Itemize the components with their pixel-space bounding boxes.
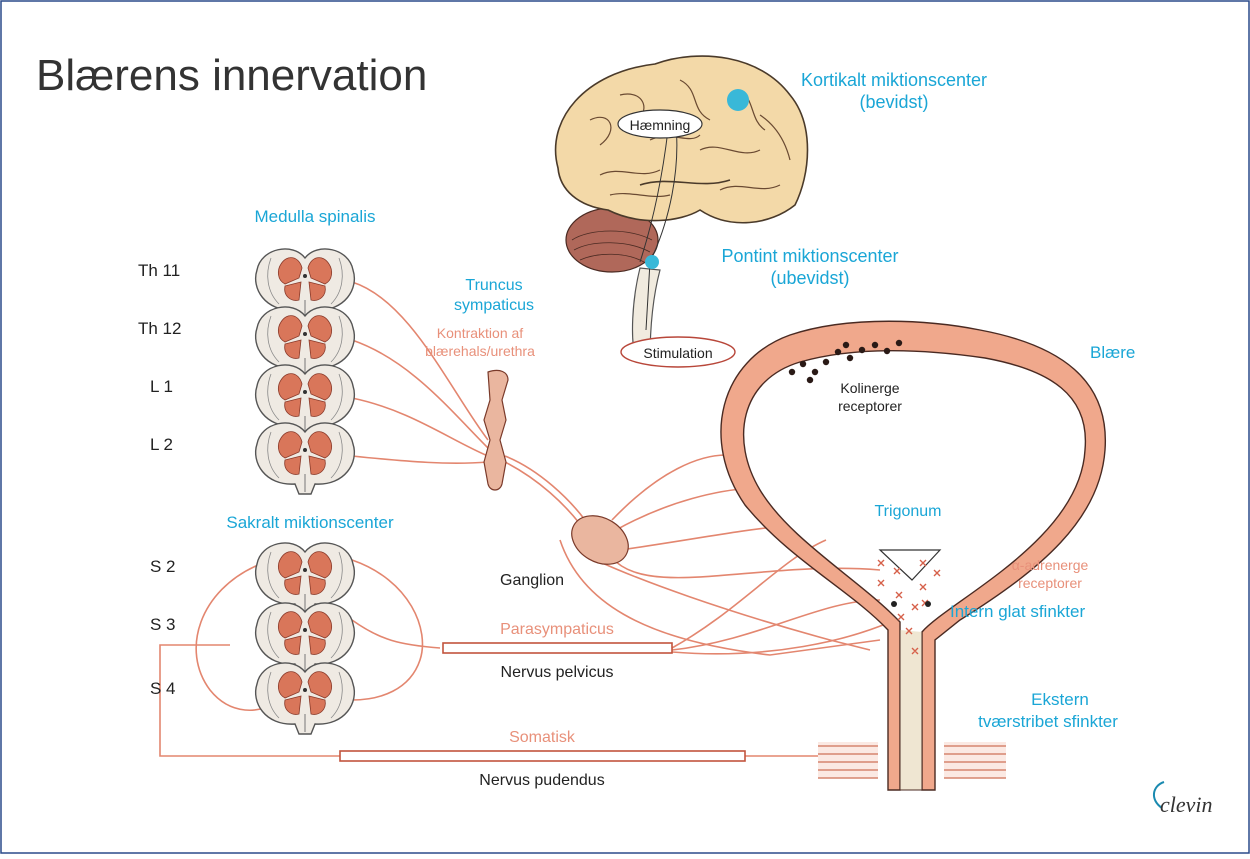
sympathetic-trunk bbox=[484, 370, 508, 490]
cortical-center-marker bbox=[727, 89, 749, 111]
cortical-center-label: Kortikalt miktionscenter bbox=[801, 70, 987, 90]
level-s4: S 4 bbox=[150, 679, 176, 698]
ganglion-label: Ganglion bbox=[500, 572, 564, 589]
clevin-logo-text: clevin bbox=[1160, 792, 1213, 817]
page-title: Blærens innervation bbox=[36, 51, 427, 100]
spinal-segment-th12 bbox=[256, 307, 355, 378]
contraction-target-label: blærehals/urethra bbox=[425, 343, 535, 359]
somatisk-label: Somatisk bbox=[509, 729, 576, 746]
sympaticus-label: sympaticus bbox=[454, 297, 534, 314]
spinal-segment-l1 bbox=[256, 365, 355, 436]
level-l1: L 1 bbox=[150, 377, 173, 396]
nervus-pudendus-label: Nervus pudendus bbox=[479, 772, 604, 789]
medulla-spinalis-heading: Medulla spinalis bbox=[255, 207, 376, 226]
kolinerge-receptorer-label: receptorer bbox=[838, 398, 902, 414]
level-s2: S 2 bbox=[150, 557, 176, 576]
pudendal-nerve-bar bbox=[340, 751, 745, 761]
stimulation-label: Stimulation bbox=[643, 345, 712, 361]
nervus-pelvicus-label: Nervus pelvicus bbox=[501, 664, 614, 681]
spinal-segment-s2 bbox=[256, 543, 355, 614]
pontine-center-sublabel: (ubevidst) bbox=[770, 268, 849, 288]
brain-illustration: Hæmning Stimulation bbox=[556, 56, 808, 367]
spinal-segments bbox=[256, 249, 355, 734]
trigonum-label: Trigonum bbox=[875, 503, 942, 520]
adrenerge-label: α-adrenerge bbox=[1012, 557, 1089, 573]
spinal-segment-s4 bbox=[256, 663, 355, 734]
level-l2: L 2 bbox=[150, 435, 173, 454]
spinal-segment-s3 bbox=[256, 603, 355, 674]
truncus-label: Truncus bbox=[465, 277, 522, 294]
pontine-center-label: Pontint miktionscenter bbox=[721, 246, 898, 266]
ekstern-label: Ekstern bbox=[1031, 690, 1089, 709]
intern-sfinkter-label: Intern glat sfinkter bbox=[950, 602, 1085, 621]
pelvic-nerve-bar bbox=[443, 643, 672, 653]
spinal-segment-th11 bbox=[256, 249, 355, 320]
internal-sphincter-left bbox=[891, 601, 897, 607]
ekstern-sfinkter-label: tværstribet sfinkter bbox=[978, 712, 1118, 731]
kolinerge-label: Kolinerge bbox=[840, 380, 899, 396]
level-th12: Th 12 bbox=[138, 319, 181, 338]
blaere-label: Blære bbox=[1090, 343, 1135, 362]
internal-sphincter-right bbox=[925, 601, 931, 607]
cortical-center-sublabel: (bevidst) bbox=[859, 92, 928, 112]
adrenerge-receptorer-label: receptorer bbox=[1018, 575, 1082, 591]
parasympaticus-label: Parasympaticus bbox=[500, 621, 614, 638]
spinal-segment-l2 bbox=[256, 423, 355, 494]
clevin-logo: clevin bbox=[1154, 782, 1213, 817]
inhibition-label: Hæmning bbox=[630, 117, 691, 133]
level-th11: Th 11 bbox=[138, 261, 180, 280]
pontine-center-marker bbox=[645, 255, 659, 269]
sakralt-miktionscenter-heading: Sakralt miktionscenter bbox=[226, 513, 394, 532]
contraction-label: Kontraktion af bbox=[437, 325, 523, 341]
level-s3: S 3 bbox=[150, 615, 176, 634]
